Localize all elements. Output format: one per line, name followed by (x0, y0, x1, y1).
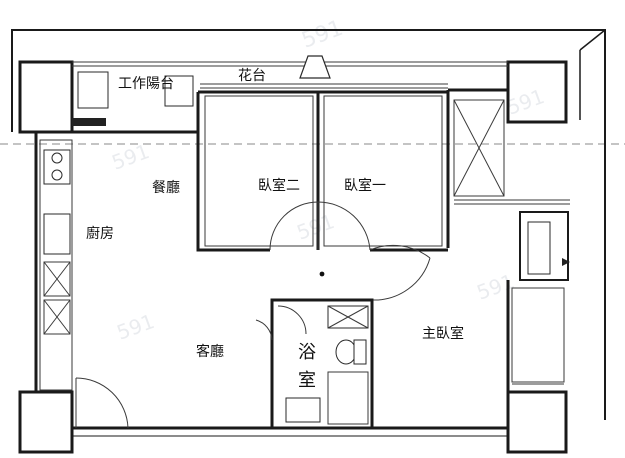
label-living-room: 客廳 (196, 343, 224, 360)
label-bedroom-one: 臥室一 (344, 177, 386, 194)
label-dining-room: 餐廳 (152, 179, 180, 196)
label-bedroom-two: 臥室二 (258, 177, 300, 194)
label-flower-stand: 花台 (238, 68, 266, 84)
label-bathroom-line1: 浴 (298, 342, 316, 363)
label-work-balcony: 工作陽台 (118, 76, 174, 92)
bathroom-walls (255, 298, 374, 430)
balcony-sink (164, 75, 194, 107)
bathroom-sink (285, 397, 321, 423)
watermark-layer: 591 591 591 591 591 591 (109, 16, 548, 345)
watermark-top-right: 591 (504, 84, 548, 120)
watermark-living: 591 (114, 309, 158, 345)
bedroom-doors (269, 201, 431, 301)
closet (453, 99, 570, 205)
room-labels: 工作陽台 花台 餐廳 廚房 臥室二 臥室一 客廳 浴 室 主臥室 (86, 68, 464, 391)
master-bedroom-walls (370, 280, 565, 428)
balcony-washer (77, 71, 109, 109)
label-master-bedroom: 主臥室 (422, 325, 464, 342)
vent-hood (299, 55, 331, 79)
watermark-top: 591 (299, 16, 347, 54)
kitchen-sink (43, 213, 71, 255)
label-bathroom-line2: 室 (298, 370, 316, 391)
label-kitchen: 廚房 (86, 225, 114, 242)
balcony-rails (72, 55, 508, 126)
entry-door (75, 377, 129, 429)
equipment-right (519, 211, 570, 281)
water-heater (527, 221, 551, 275)
center-marker (319, 271, 325, 277)
watermark-right: 591 (474, 269, 518, 305)
kitchen-counter (39, 139, 73, 391)
drain-strip (72, 118, 106, 126)
toilet (335, 339, 357, 365)
watermark-center: 591 (294, 209, 338, 245)
